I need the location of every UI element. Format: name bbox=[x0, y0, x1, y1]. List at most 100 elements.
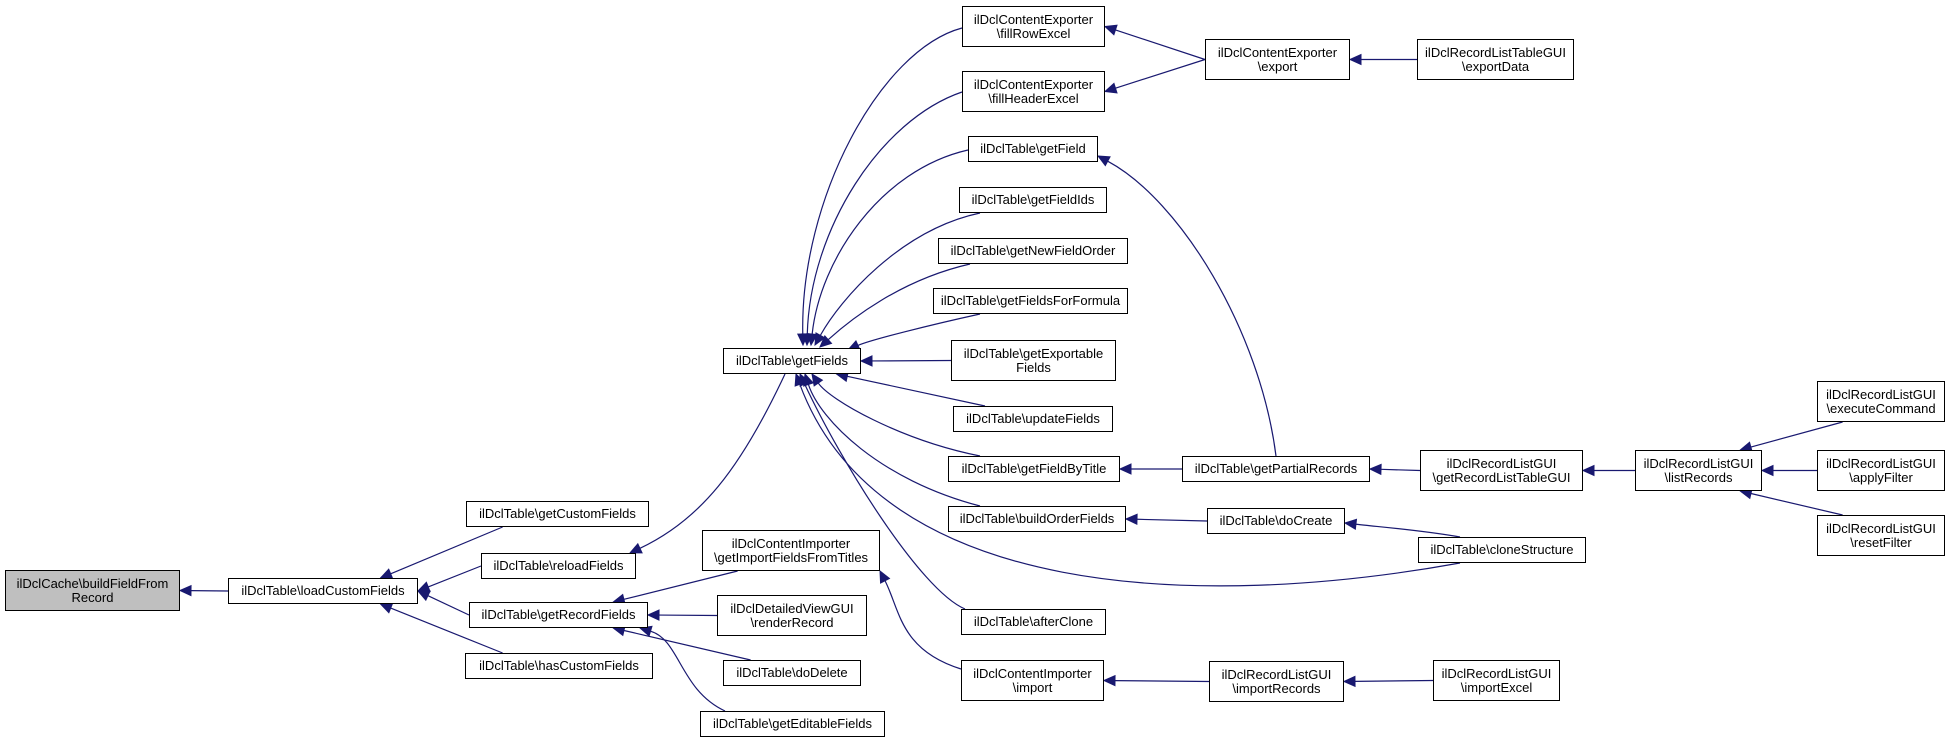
node-get-import-fields-from-titles[interactable]: ilDclContentImporter \getImportFieldsFro… bbox=[702, 530, 880, 571]
edge-get-field-to-get-fields bbox=[811, 149, 969, 335]
node-fill-row-excel[interactable]: ilDclContentExporter \fillRowExcel bbox=[962, 6, 1105, 47]
node-label: ilDclContentImporter \import bbox=[973, 665, 1092, 695]
node-do-create[interactable]: ilDclTable\doCreate bbox=[1207, 508, 1345, 534]
node-list-records[interactable]: ilDclRecordListGUI \listRecords bbox=[1635, 450, 1762, 491]
node-get-partial-records[interactable]: ilDclTable\getPartialRecords bbox=[1182, 456, 1370, 482]
edge-get-new-field-order-to-get-fields bbox=[827, 263, 971, 341]
node-update-fields[interactable]: ilDclTable\updateFields bbox=[953, 406, 1113, 432]
node-label: ilDclTable\getRecordFields bbox=[481, 607, 636, 622]
edge-get-fields-for-formula-to-get-fields bbox=[857, 313, 981, 346]
node-clone-structure[interactable]: ilDclTable\cloneStructure bbox=[1418, 537, 1586, 563]
arrowhead-icon bbox=[1096, 155, 1111, 167]
edge-get-partial-records-to-get-field bbox=[1107, 160, 1277, 457]
arrowhead-icon bbox=[879, 569, 891, 584]
node-has-custom-fields[interactable]: ilDclTable\hasCustomFields bbox=[465, 653, 653, 679]
edge-do-delete-to-get-record-fields bbox=[623, 629, 751, 661]
arrowhead-icon bbox=[814, 332, 826, 347]
arrowhead-icon bbox=[806, 332, 818, 347]
node-render-record[interactable]: ilDclDetailedViewGUI \renderRecord bbox=[717, 595, 867, 636]
node-label: ilDclContentExporter \export bbox=[1217, 44, 1338, 74]
node-import-records[interactable]: ilDclRecordListGUI \importRecords bbox=[1209, 661, 1344, 702]
node-reset-filter[interactable]: ilDclRecordListGUI \resetFilter bbox=[1817, 515, 1945, 556]
node-import[interactable]: ilDclContentImporter \import bbox=[961, 660, 1104, 701]
node-reload-fields[interactable]: ilDclTable\reloadFields bbox=[481, 553, 636, 579]
arrowhead-icon bbox=[811, 373, 824, 387]
node-label: ilDclRecordListGUI \getRecordListTableGU… bbox=[1432, 455, 1571, 485]
node-after-clone[interactable]: ilDclTable\afterClone bbox=[961, 609, 1106, 635]
arrowhead-icon bbox=[1103, 82, 1118, 94]
node-apply-filter[interactable]: ilDclRecordListGUI \applyFilter bbox=[1817, 450, 1945, 491]
node-label: ilDclRecordListGUI \importExcel bbox=[1441, 665, 1552, 695]
node-export[interactable]: ilDclContentExporter \export bbox=[1205, 39, 1350, 80]
node-label: ilDclTable\getFields bbox=[736, 353, 848, 368]
node-label: ilDclTable\getExportable Fields bbox=[963, 345, 1104, 375]
node-label: ilDclTable\getCustomFields bbox=[479, 506, 636, 521]
node-fill-header-excel[interactable]: ilDclContentExporter \fillHeaderExcel bbox=[962, 71, 1105, 112]
node-export-data[interactable]: ilDclRecordListTableGUI \exportData bbox=[1417, 39, 1574, 80]
arrowhead-icon bbox=[794, 372, 806, 387]
node-label: ilDclTable\getField bbox=[980, 141, 1086, 156]
node-get-fields[interactable]: ilDclTable\getFields bbox=[723, 348, 861, 374]
edge-clone-structure-to-do-create bbox=[1355, 523, 1461, 538]
node-get-record-fields[interactable]: ilDclTable\getRecordFields bbox=[469, 602, 648, 628]
arrowhead-icon bbox=[819, 335, 833, 348]
node-get-fields-for-formula[interactable]: ilDclTable\getFieldsForFormula bbox=[933, 288, 1128, 314]
node-label: ilDclTable\doCreate bbox=[1219, 513, 1333, 528]
edge-reload-fields-to-load-custom-fields bbox=[428, 565, 482, 588]
edge-build-order-fields-to-get-fields bbox=[807, 384, 981, 507]
node-label: ilDclContentImporter \getImportFieldsFro… bbox=[713, 535, 869, 565]
edge-fill-header-excel-to-get-fields bbox=[806, 91, 963, 335]
node-get-field[interactable]: ilDclTable\getField bbox=[968, 136, 1098, 162]
edge-import-records-to-import bbox=[1114, 680, 1210, 683]
node-build-field-from-record: ilDclCache\buildFieldFrom Record bbox=[5, 570, 180, 611]
node-label: ilDclRecordListGUI \resetFilter bbox=[1826, 520, 1936, 550]
node-label: ilDclDetailedViewGUI \renderRecord bbox=[730, 600, 854, 630]
node-get-new-field-order[interactable]: ilDclTable\getNewFieldOrder bbox=[938, 238, 1128, 264]
node-label: ilDclCache\buildFieldFrom Record bbox=[16, 575, 169, 605]
arrowhead-icon bbox=[379, 602, 394, 614]
arrowhead-icon bbox=[1103, 24, 1118, 36]
arrowhead-icon bbox=[1348, 53, 1362, 66]
node-label: ilDclTable\doDelete bbox=[736, 665, 848, 680]
edge-execute-command-to-list-records bbox=[1750, 421, 1843, 448]
arrowhead-icon bbox=[379, 568, 394, 579]
node-label: ilDclTable\getPartialRecords bbox=[1194, 461, 1358, 476]
node-execute-command[interactable]: ilDclRecordListGUI \executeCommand bbox=[1817, 381, 1945, 422]
node-get-custom-fields[interactable]: ilDclTable\getCustomFields bbox=[466, 501, 649, 527]
node-label: ilDclRecordListGUI \executeCommand bbox=[1826, 386, 1936, 416]
edge-after-clone-to-get-fields bbox=[804, 383, 966, 610]
node-label: ilDclRecordListTableGUI \exportData bbox=[1425, 44, 1566, 74]
arrowhead-icon bbox=[1581, 464, 1595, 477]
node-import-excel[interactable]: ilDclRecordListGUI \importExcel bbox=[1433, 660, 1560, 701]
node-get-field-ids[interactable]: ilDclTable\getFieldIds bbox=[959, 187, 1107, 213]
edge-import-excel-to-import-records bbox=[1354, 679, 1434, 682]
edge-get-record-list-table-gui-to-get-partial-records bbox=[1380, 468, 1421, 472]
node-label: ilDclTable\buildOrderFields bbox=[959, 511, 1115, 526]
node-do-delete[interactable]: ilDclTable\doDelete bbox=[723, 660, 861, 686]
node-label: ilDclTable\reloadFields bbox=[493, 558, 624, 573]
node-get-field-by-title[interactable]: ilDclTable\getFieldByTitle bbox=[948, 456, 1120, 482]
node-get-editable-fields[interactable]: ilDclTable\getEditableFields bbox=[700, 711, 885, 737]
edge-get-custom-fields-to-load-custom-fields bbox=[390, 526, 503, 575]
node-label: ilDclTable\cloneStructure bbox=[1430, 542, 1574, 557]
node-label: ilDclTable\afterClone bbox=[973, 614, 1094, 629]
node-build-order-fields[interactable]: ilDclTable\buildOrderFields bbox=[948, 506, 1126, 532]
arrowhead-icon bbox=[178, 584, 192, 597]
node-label: ilDclTable\getNewFieldOrder bbox=[950, 243, 1116, 258]
node-load-custom-fields[interactable]: ilDclTable\loadCustomFields bbox=[228, 578, 418, 604]
node-label: ilDclRecordListGUI \importRecords bbox=[1221, 666, 1332, 696]
arrowhead-icon bbox=[416, 581, 431, 593]
node-label: ilDclTable\loadCustomFields bbox=[241, 583, 405, 598]
node-get-record-list-table-gui[interactable]: ilDclRecordListGUI \getRecordListTableGU… bbox=[1420, 450, 1583, 491]
edge-get-field-by-title-to-get-fields bbox=[817, 382, 981, 457]
node-get-exportable-fields[interactable]: ilDclTable\getExportable Fields bbox=[951, 340, 1116, 381]
arrowhead-icon bbox=[1343, 518, 1358, 531]
node-label: ilDclTable\hasCustomFields bbox=[479, 658, 639, 673]
arrowhead-icon bbox=[1342, 675, 1356, 688]
node-label: ilDclRecordListGUI \applyFilter bbox=[1826, 455, 1936, 485]
edge-export-to-fill-header-excel bbox=[1115, 58, 1206, 89]
node-label: ilDclRecordListGUI \listRecords bbox=[1643, 455, 1754, 485]
arrowhead-icon bbox=[859, 355, 873, 367]
